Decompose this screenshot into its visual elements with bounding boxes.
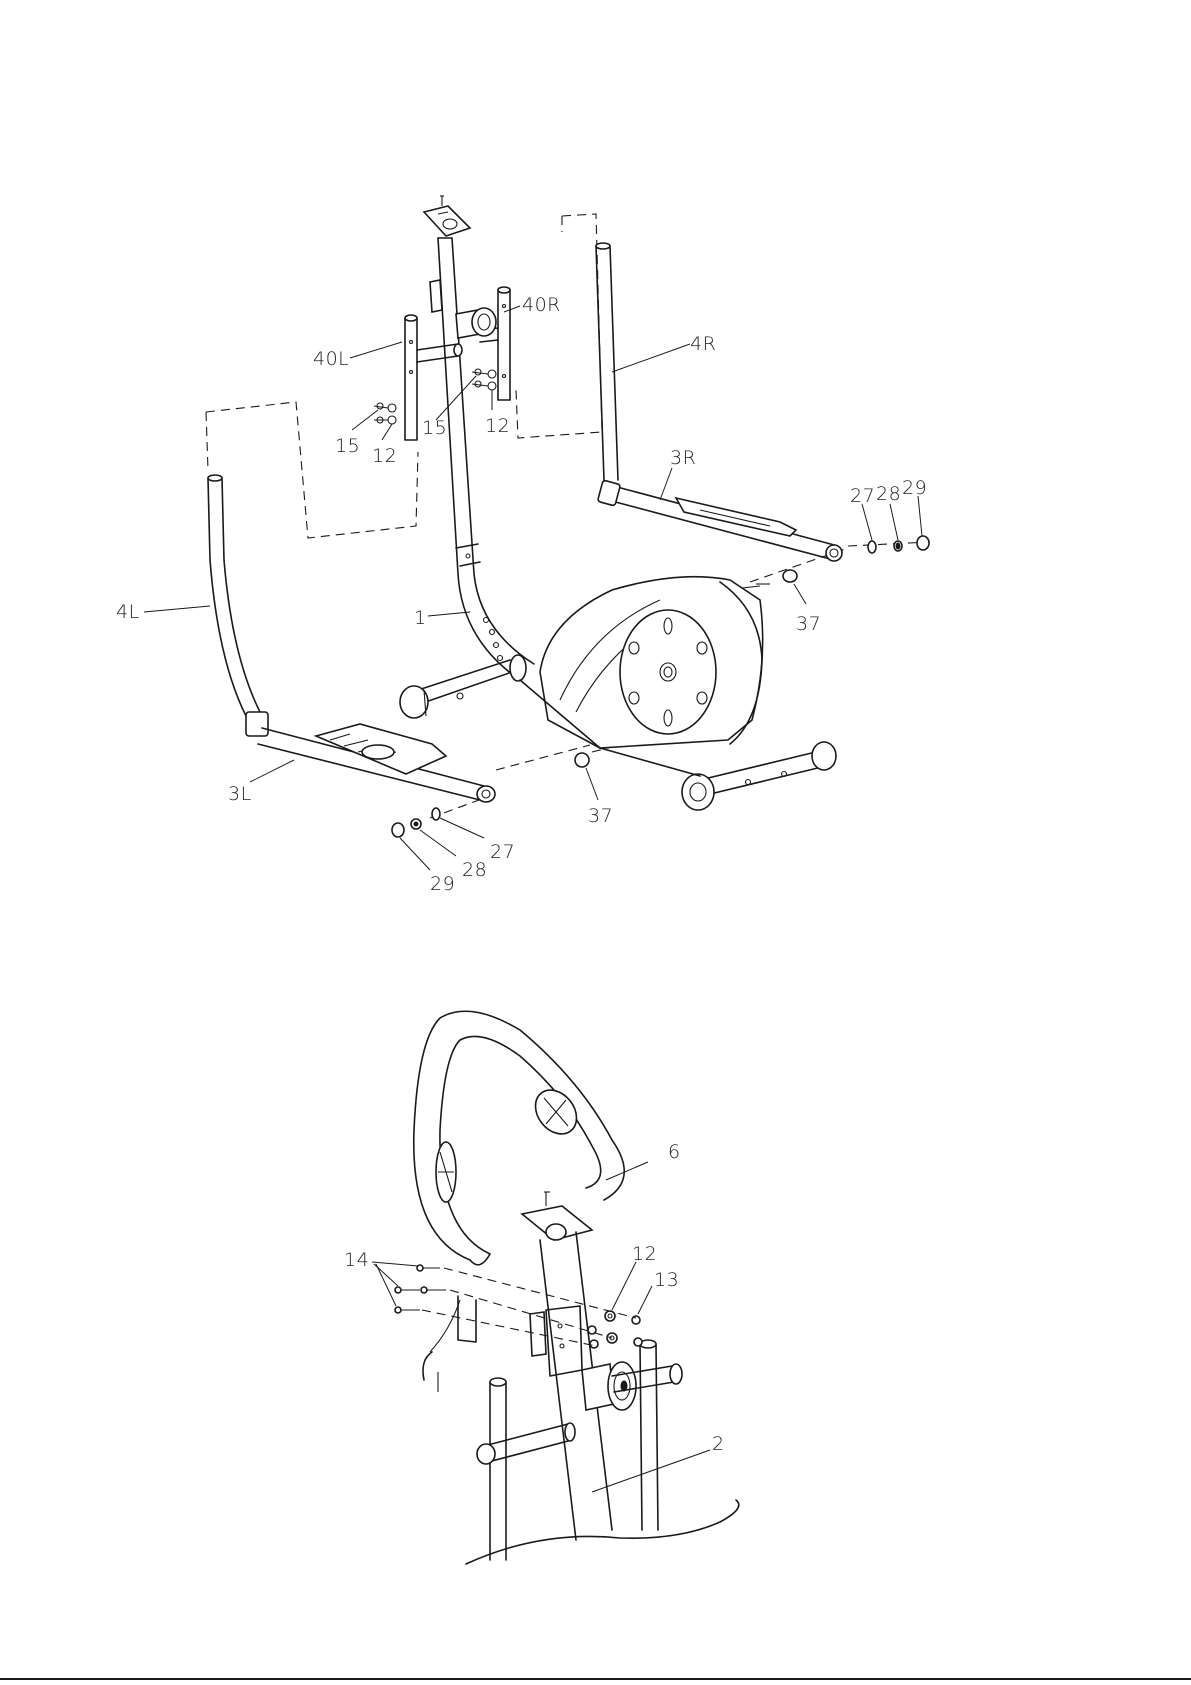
label-12: 12 (632, 1243, 657, 1265)
callout-labels-bottom: 6 14 12 13 2 (344, 1141, 725, 1455)
assembly-guide-lines-bottom (422, 1268, 636, 1346)
washers-12-nuts-13 (588, 1311, 642, 1348)
fasteners-15-12-right (472, 369, 496, 390)
label-29-right: 29 (902, 477, 927, 499)
pedal-bar-3R (597, 480, 842, 561)
bolts-14 (395, 1265, 446, 1313)
label-37-left: 37 (588, 805, 613, 827)
frame-cutaway-line (466, 1500, 739, 1564)
pedal-bar-3L (246, 712, 495, 802)
label-27-right: 27 (850, 485, 875, 507)
label-1: 1 (414, 607, 427, 629)
upright-arm-4L (208, 475, 260, 716)
label-6: 6 (668, 1141, 681, 1163)
label-40L: 40L (313, 348, 349, 370)
label-4R: 4R (690, 333, 716, 355)
flywheel-housing (540, 577, 770, 748)
label-15-left: 15 (335, 435, 360, 457)
bushing-37-right (783, 570, 797, 582)
label-14: 14 (344, 1249, 369, 1271)
label-28-left: 28 (462, 859, 487, 881)
page-bottom-rule (0, 1678, 1191, 1680)
tension-knob-bottom (582, 1362, 636, 1410)
label-3L: 3L (228, 783, 252, 805)
label-29-left: 29 (430, 873, 455, 895)
washer-27-left (432, 808, 440, 820)
fasteners-15-12-left (374, 403, 396, 424)
label-4L: 4L (116, 601, 140, 623)
console-plate-bottom (522, 1192, 592, 1240)
upright-arm-4R (596, 243, 618, 480)
exploded-view-handlebar-assembly: 6 14 12 13 2 (344, 1011, 739, 1564)
cap-29-left (392, 823, 404, 837)
label-2: 2 (712, 1433, 725, 1455)
bushing-37-left (575, 753, 589, 767)
washer-27-right (868, 541, 876, 553)
label-12-left: 12 (372, 445, 397, 467)
cap-29-right (917, 536, 929, 550)
label-27-left: 27 (490, 841, 515, 863)
label-15-right: 15 (422, 417, 447, 439)
callout-leaders-top (144, 306, 922, 870)
label-13: 13 (654, 1269, 679, 1291)
label-3R: 3R (670, 447, 696, 469)
label-28-right: 28 (876, 483, 901, 505)
front-stabilizer (400, 655, 526, 718)
console-mount-plate (424, 196, 470, 236)
mast-bracket-bottom (530, 1312, 546, 1356)
label-37-right: 37 (796, 613, 821, 635)
mast-bracket-plate (430, 280, 442, 312)
callout-labels-top: 40L 40R 4R 15 12 15 12 3R 27 28 29 4L 1 … (116, 294, 927, 895)
handlebar-6 (414, 1011, 625, 1392)
label-40R: 40R (522, 294, 561, 316)
label-12-right: 12 (485, 415, 510, 437)
tension-knob-top (456, 308, 496, 338)
exploded-view-frame-assembly: 40L 40R 4R 15 12 15 12 3R 27 28 29 4L 1 … (116, 196, 930, 895)
